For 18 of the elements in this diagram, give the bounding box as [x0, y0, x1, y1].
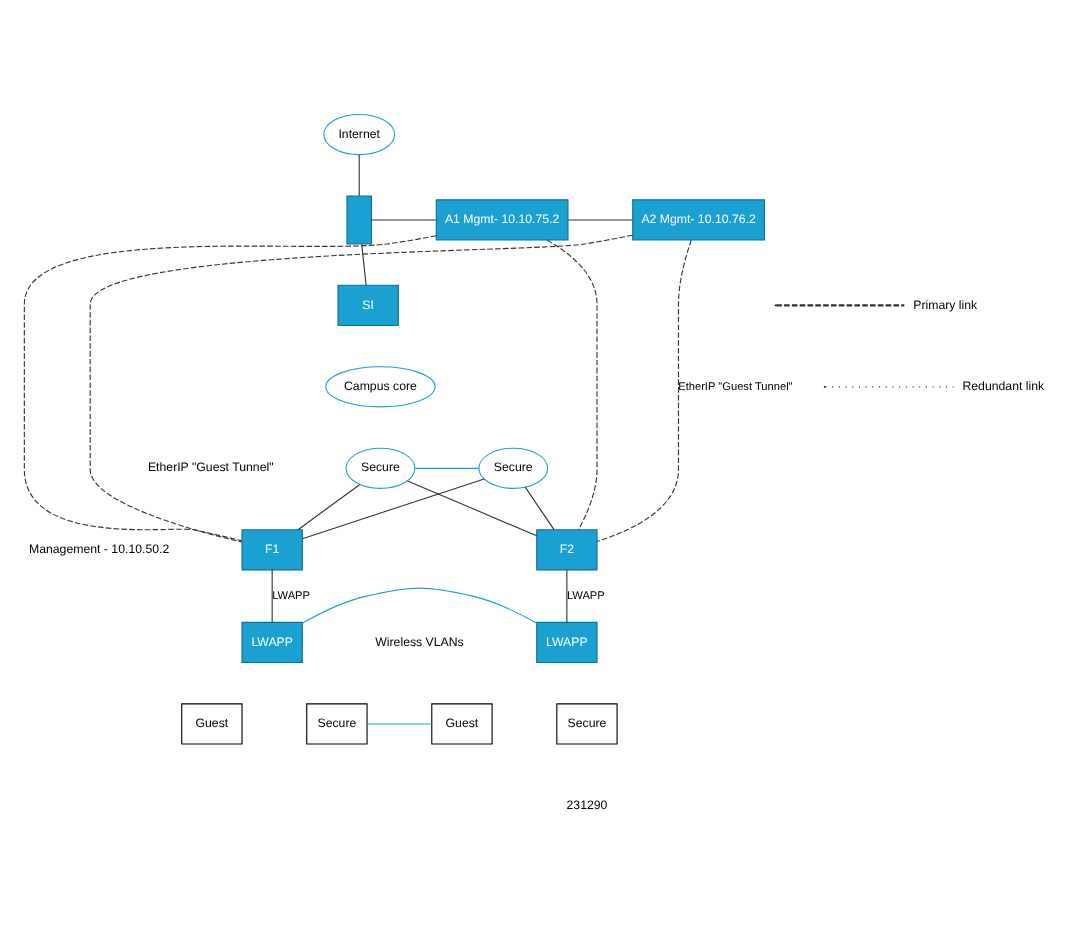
- connector: [566, 569, 568, 623]
- connector: [524, 486, 555, 531]
- connector: [414, 467, 480, 469]
- connector: [546, 239, 598, 531]
- node-box: [346, 195, 373, 245]
- connector: [567, 219, 633, 221]
- connector: [23, 235, 437, 542]
- connector: [596, 239, 692, 542]
- connector: [366, 723, 433, 725]
- connector: [271, 569, 273, 623]
- connector: [297, 484, 361, 531]
- connector: [361, 243, 367, 286]
- connector: [89, 234, 634, 543]
- connector: [358, 154, 360, 197]
- connector: [407, 480, 538, 537]
- connector: [301, 478, 485, 540]
- connector: [370, 219, 437, 221]
- connector: [302, 587, 537, 624]
